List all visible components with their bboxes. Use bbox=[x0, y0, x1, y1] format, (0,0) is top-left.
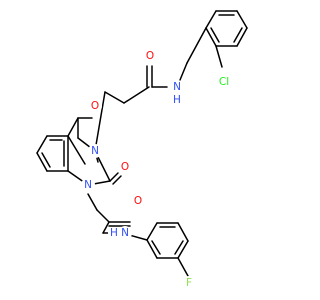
atom-labels: O N H Cl O N O N bbox=[81, 49, 232, 290]
atom-symbol: O bbox=[146, 50, 154, 62]
atom-o4: O bbox=[88, 99, 102, 113]
atom-symbol: N bbox=[84, 179, 92, 191]
bonds bbox=[36, 10, 248, 277]
atom-n-amide-top: N bbox=[170, 80, 184, 94]
bond bbox=[104, 91, 125, 104]
bond bbox=[87, 193, 98, 211]
bond bbox=[210, 27, 220, 43]
bond bbox=[109, 172, 119, 182]
bond bbox=[236, 27, 248, 47]
atom-symbol: H bbox=[110, 227, 118, 239]
bond bbox=[102, 221, 110, 234]
atom-symbol: Cl bbox=[219, 76, 229, 88]
atom-o-amide-bottom: O bbox=[131, 194, 145, 208]
bond bbox=[174, 240, 184, 255]
atom-symbol: N bbox=[121, 227, 129, 239]
bond bbox=[205, 10, 217, 29]
atom-symbol: N bbox=[91, 145, 99, 157]
bond bbox=[94, 91, 106, 152]
atom-h-amide-top: H bbox=[171, 94, 183, 106]
bond bbox=[146, 222, 158, 241]
bond bbox=[177, 222, 189, 242]
atom-symbol: N bbox=[173, 81, 181, 93]
atom-symbol: O bbox=[121, 161, 129, 173]
molecule-structure: O N H Cl O N O N bbox=[36, 10, 248, 290]
bond bbox=[151, 240, 161, 255]
atom-n-amide-bottom: N bbox=[118, 226, 132, 240]
bond bbox=[67, 117, 79, 137]
atom-symbol: H bbox=[173, 94, 181, 106]
bond bbox=[177, 240, 189, 259]
bond bbox=[236, 10, 248, 29]
bond bbox=[146, 239, 158, 259]
bond bbox=[36, 135, 48, 154]
atom-symbol: O bbox=[134, 195, 142, 207]
bond bbox=[177, 257, 189, 277]
bond bbox=[67, 135, 86, 165]
bond bbox=[112, 175, 122, 185]
atom-o2: O bbox=[118, 160, 132, 174]
bond bbox=[205, 27, 217, 47]
bond bbox=[36, 152, 48, 172]
atom-symbol: F bbox=[186, 277, 192, 289]
bond bbox=[215, 45, 223, 68]
atom-n1: N bbox=[81, 178, 95, 192]
bond bbox=[96, 209, 110, 223]
atom-symbol: O bbox=[91, 100, 99, 112]
bond bbox=[186, 27, 207, 64]
bond bbox=[233, 27, 243, 43]
atom-chlorine: Cl bbox=[216, 75, 232, 88]
atom-fluorine: F bbox=[182, 276, 196, 290]
atom-o-amide-top: O bbox=[143, 49, 157, 63]
atom-n3: N bbox=[88, 144, 102, 158]
bond bbox=[179, 62, 188, 81]
bond bbox=[123, 86, 150, 104]
atom-h-amide-bottom: H bbox=[108, 227, 120, 239]
bond bbox=[41, 152, 51, 168]
